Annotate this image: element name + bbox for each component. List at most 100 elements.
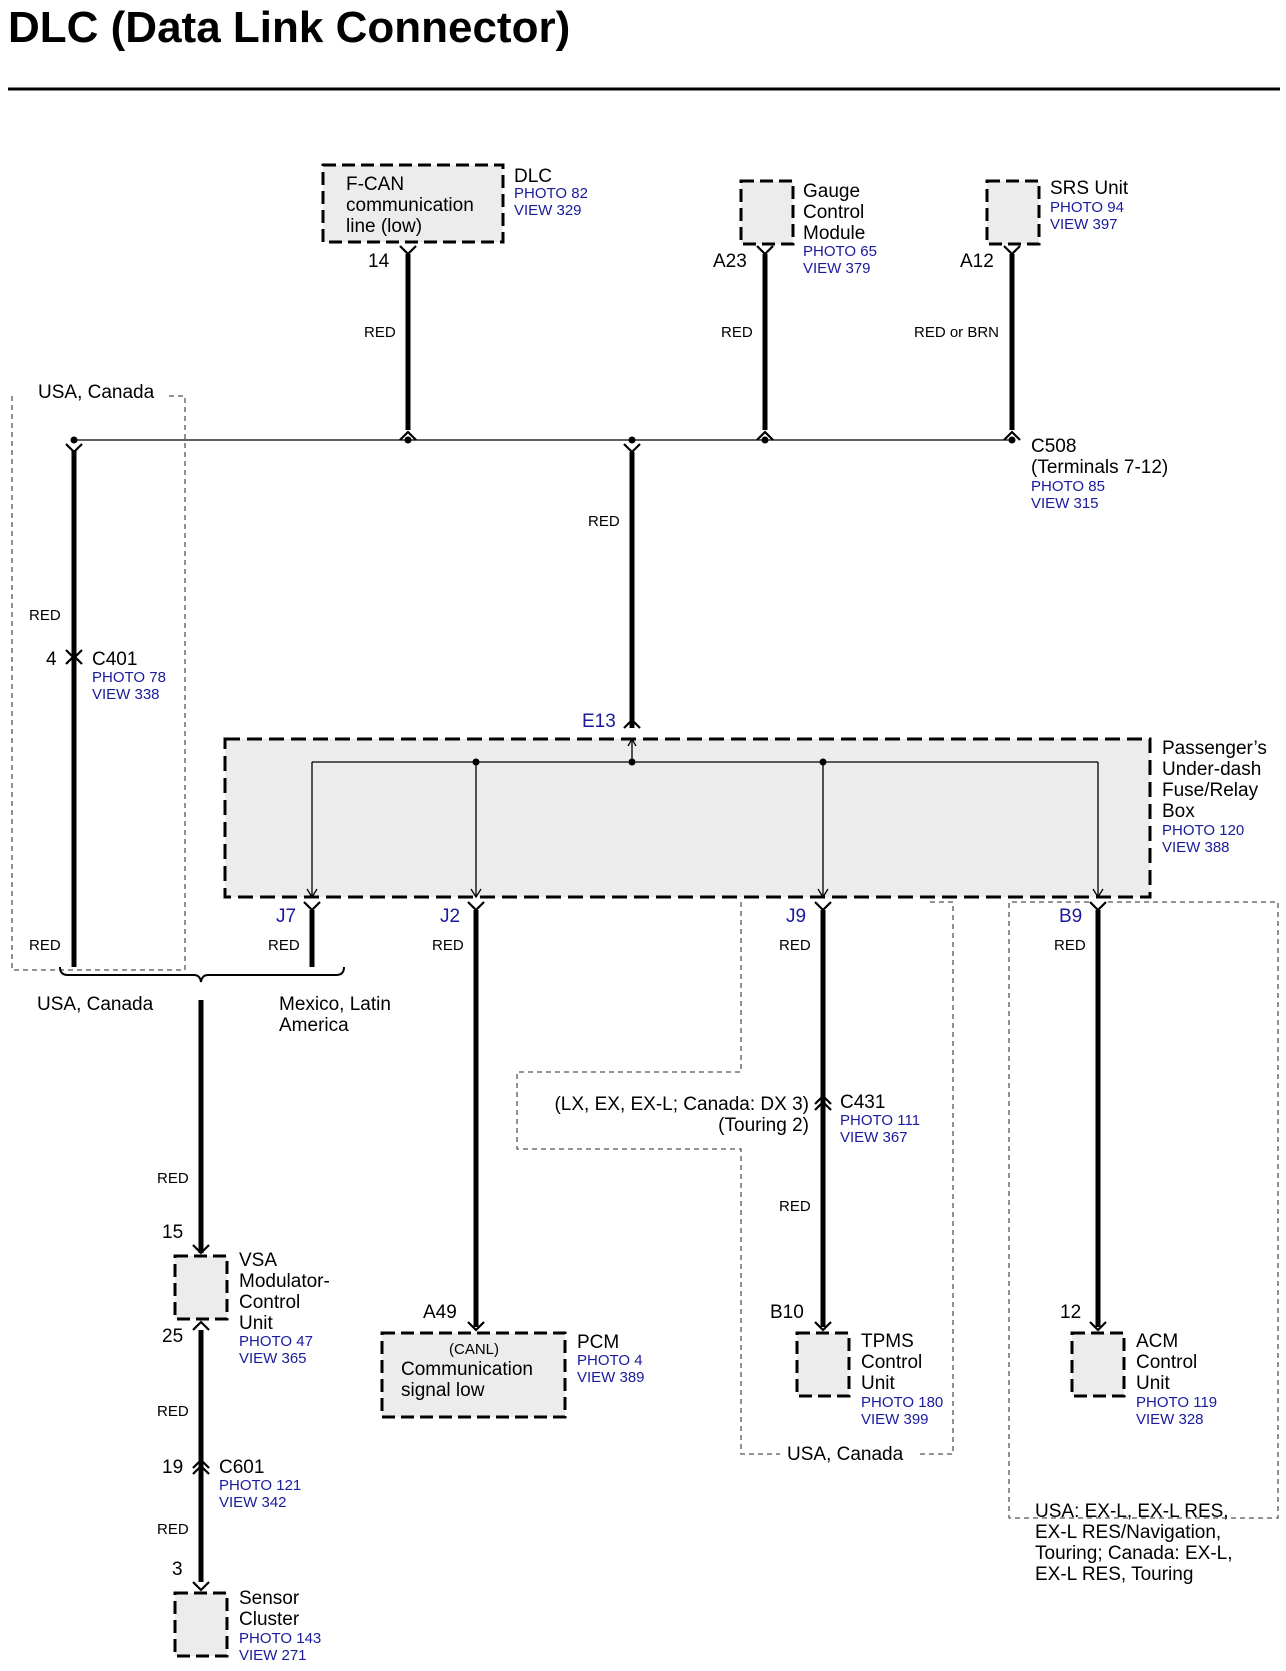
vsa-line-4: Unit — [239, 1313, 274, 1334]
gauge-line-3: Module — [803, 223, 865, 244]
fusebox-terminal-j9: J9 — [786, 906, 806, 927]
sensor-cluster: Sensor Cluster PHOTO 143 VIEW 271 — [173, 1588, 321, 1664]
b9-wire-color: RED — [1054, 937, 1086, 954]
vsa-c601-wire-color: RED — [157, 1403, 189, 1420]
fusebox-arrow-b9 — [1092, 888, 1104, 899]
c431-variant-1: (LX, EX, EX-L; Canada: DX 3) — [554, 1094, 809, 1115]
region-label-usa-canada-tpms: USA, Canada — [787, 1444, 904, 1465]
pcm-line-1: Communication — [401, 1359, 533, 1380]
c601-name: C601 — [219, 1457, 264, 1478]
gauge-pin-mark — [756, 245, 774, 256]
gauge-line-1: Gauge — [803, 181, 860, 202]
vsa-view-ref: VIEW 365 — [239, 1350, 307, 1367]
pcm-pin-label: A49 — [423, 1302, 457, 1323]
sensor-pin-mark — [192, 1581, 210, 1592]
c401-pin-label: 4 — [46, 649, 57, 670]
c401-view-ref: VIEW 338 — [92, 686, 160, 703]
c508-terminals: (Terminals 7-12) — [1031, 457, 1168, 478]
e13-wire-color: RED — [588, 513, 620, 530]
c401-connector-mark-b — [65, 654, 83, 665]
fusebox-line-3: Fuse/Relay — [1162, 780, 1259, 801]
dlc-pin-label: 14 — [368, 251, 390, 272]
fusebox-junction-2 — [628, 758, 636, 766]
region-label-usa-canada-brace: USA, Canada — [37, 994, 154, 1015]
c601-photo-ref: PHOTO 121 — [219, 1477, 301, 1494]
pcm-pin-mark — [467, 1321, 485, 1332]
c508-connector-labels: C508 (Terminals 7-12) PHOTO 85 VIEW 315 — [1031, 436, 1168, 512]
acm-pin-label: 12 — [1060, 1302, 1081, 1323]
c431-tpms-wire-color: RED — [779, 1198, 811, 1215]
tpms-pin-mark — [814, 1321, 832, 1332]
srs-name: SRS Unit — [1050, 178, 1129, 199]
srs-wire-color: RED or BRN — [914, 324, 999, 341]
region-label-usa-canada-left: USA, Canada — [38, 382, 155, 403]
acm-variant-4: EX-L RES, Touring — [1035, 1564, 1193, 1585]
c401-lower-wire-color: RED — [29, 937, 61, 954]
tpms-pin-label: B10 — [770, 1302, 804, 1323]
fusebox-view-ref: VIEW 388 — [1162, 839, 1230, 856]
sensor-line-1: Sensor — [239, 1588, 300, 1609]
fusebox-photo-ref: PHOTO 120 — [1162, 822, 1244, 839]
c431-view-ref: VIEW 367 — [840, 1129, 908, 1146]
region-brace — [59, 966, 345, 983]
bus-junction-srs — [1008, 436, 1016, 444]
c401-photo-ref: PHOTO 78 — [92, 669, 166, 686]
c431-connector-mark-a — [814, 1094, 832, 1105]
tpms-line-3: Unit — [861, 1373, 896, 1394]
page-title: DLC (Data Link Connector) — [8, 3, 570, 52]
fuse-relay-box: Passenger’s Under-dash Fuse/Relay Box PH… — [223, 737, 1267, 899]
vsa-top-pin-mark — [192, 1244, 210, 1255]
c601-pin-label: 19 — [162, 1457, 183, 1478]
acm-photo-ref: PHOTO 119 — [1136, 1394, 1217, 1411]
c601-sensor-wire-color: RED — [157, 1521, 189, 1538]
fusebox-terminal-j7: J7 — [276, 906, 296, 927]
region-acm — [1008, 901, 1279, 1519]
region-label-mexico-2: America — [279, 1015, 349, 1036]
acm-pin-mark — [1089, 1321, 1107, 1332]
vsa-line-1: VSA — [239, 1250, 277, 1271]
gauge-pin-label: A23 — [713, 251, 747, 272]
fusebox-arrow-j2 — [470, 888, 482, 899]
fusebox-terminal-b9: B9 — [1059, 906, 1082, 927]
j9-wire-color: RED — [779, 937, 811, 954]
dlc-wire-color: RED — [364, 324, 396, 341]
c508-view-ref: VIEW 315 — [1031, 495, 1099, 512]
region-label-mexico-1: Mexico, Latin — [279, 994, 391, 1015]
fusebox-terminal-e13: E13 — [582, 711, 616, 732]
c401-upper-wire-color: RED — [29, 607, 61, 624]
bus-junction-left — [70, 436, 78, 444]
vsa-feed-wire-color: RED — [157, 1170, 189, 1187]
pcm-photo-ref: PHOTO 4 — [577, 1352, 643, 1369]
j9-pin-mark — [814, 901, 832, 912]
fusebox-arrow-j7 — [306, 888, 318, 899]
tpms-view-ref: VIEW 399 — [861, 1411, 929, 1428]
vsa-line-2: Modulator- — [239, 1271, 330, 1292]
fusebox-feed-arrow — [627, 737, 637, 747]
srs-pin-label: A12 — [960, 251, 994, 272]
c401-connector-mark-a — [65, 649, 83, 660]
srs-photo-ref: PHOTO 94 — [1050, 199, 1124, 216]
pcm-canl-label: (CANL) — [449, 1341, 499, 1358]
vsa-bottom-pin-mark — [192, 1320, 210, 1331]
tpms-control-unit: TPMS Control Unit PHOTO 180 VIEW 399 — [795, 1331, 943, 1428]
region-usa-canada-left — [11, 395, 186, 971]
fusebox-arrow-j9 — [817, 888, 829, 899]
acm-line-3: Unit — [1136, 1373, 1171, 1394]
acm-line-2: Control — [1136, 1352, 1197, 1373]
bus-junction-gauge — [761, 436, 769, 444]
dlc-view-ref: VIEW 329 — [514, 202, 582, 219]
dlc-pin-mark — [399, 245, 417, 256]
pcm-line-2: signal low — [401, 1380, 485, 1401]
fusebox-line-4: Box — [1162, 801, 1195, 822]
srs-view-ref: VIEW 397 — [1050, 216, 1118, 233]
c401-top-mark — [65, 443, 83, 454]
b9-pin-mark — [1089, 901, 1107, 912]
fusebox-line-2: Under-dash — [1162, 759, 1261, 780]
c401-name: C401 — [92, 649, 137, 670]
e13-top-mark — [623, 443, 641, 454]
acm-variant-2: EX-L RES/Navigation, — [1035, 1522, 1221, 1543]
gauge-view-ref: VIEW 379 — [803, 260, 871, 277]
c431-connector-mark-b — [814, 1100, 832, 1111]
acm-control-unit: ACM Control Unit PHOTO 119 VIEW 328 — [1070, 1331, 1217, 1428]
gauge-photo-ref: PHOTO 65 — [803, 243, 877, 260]
